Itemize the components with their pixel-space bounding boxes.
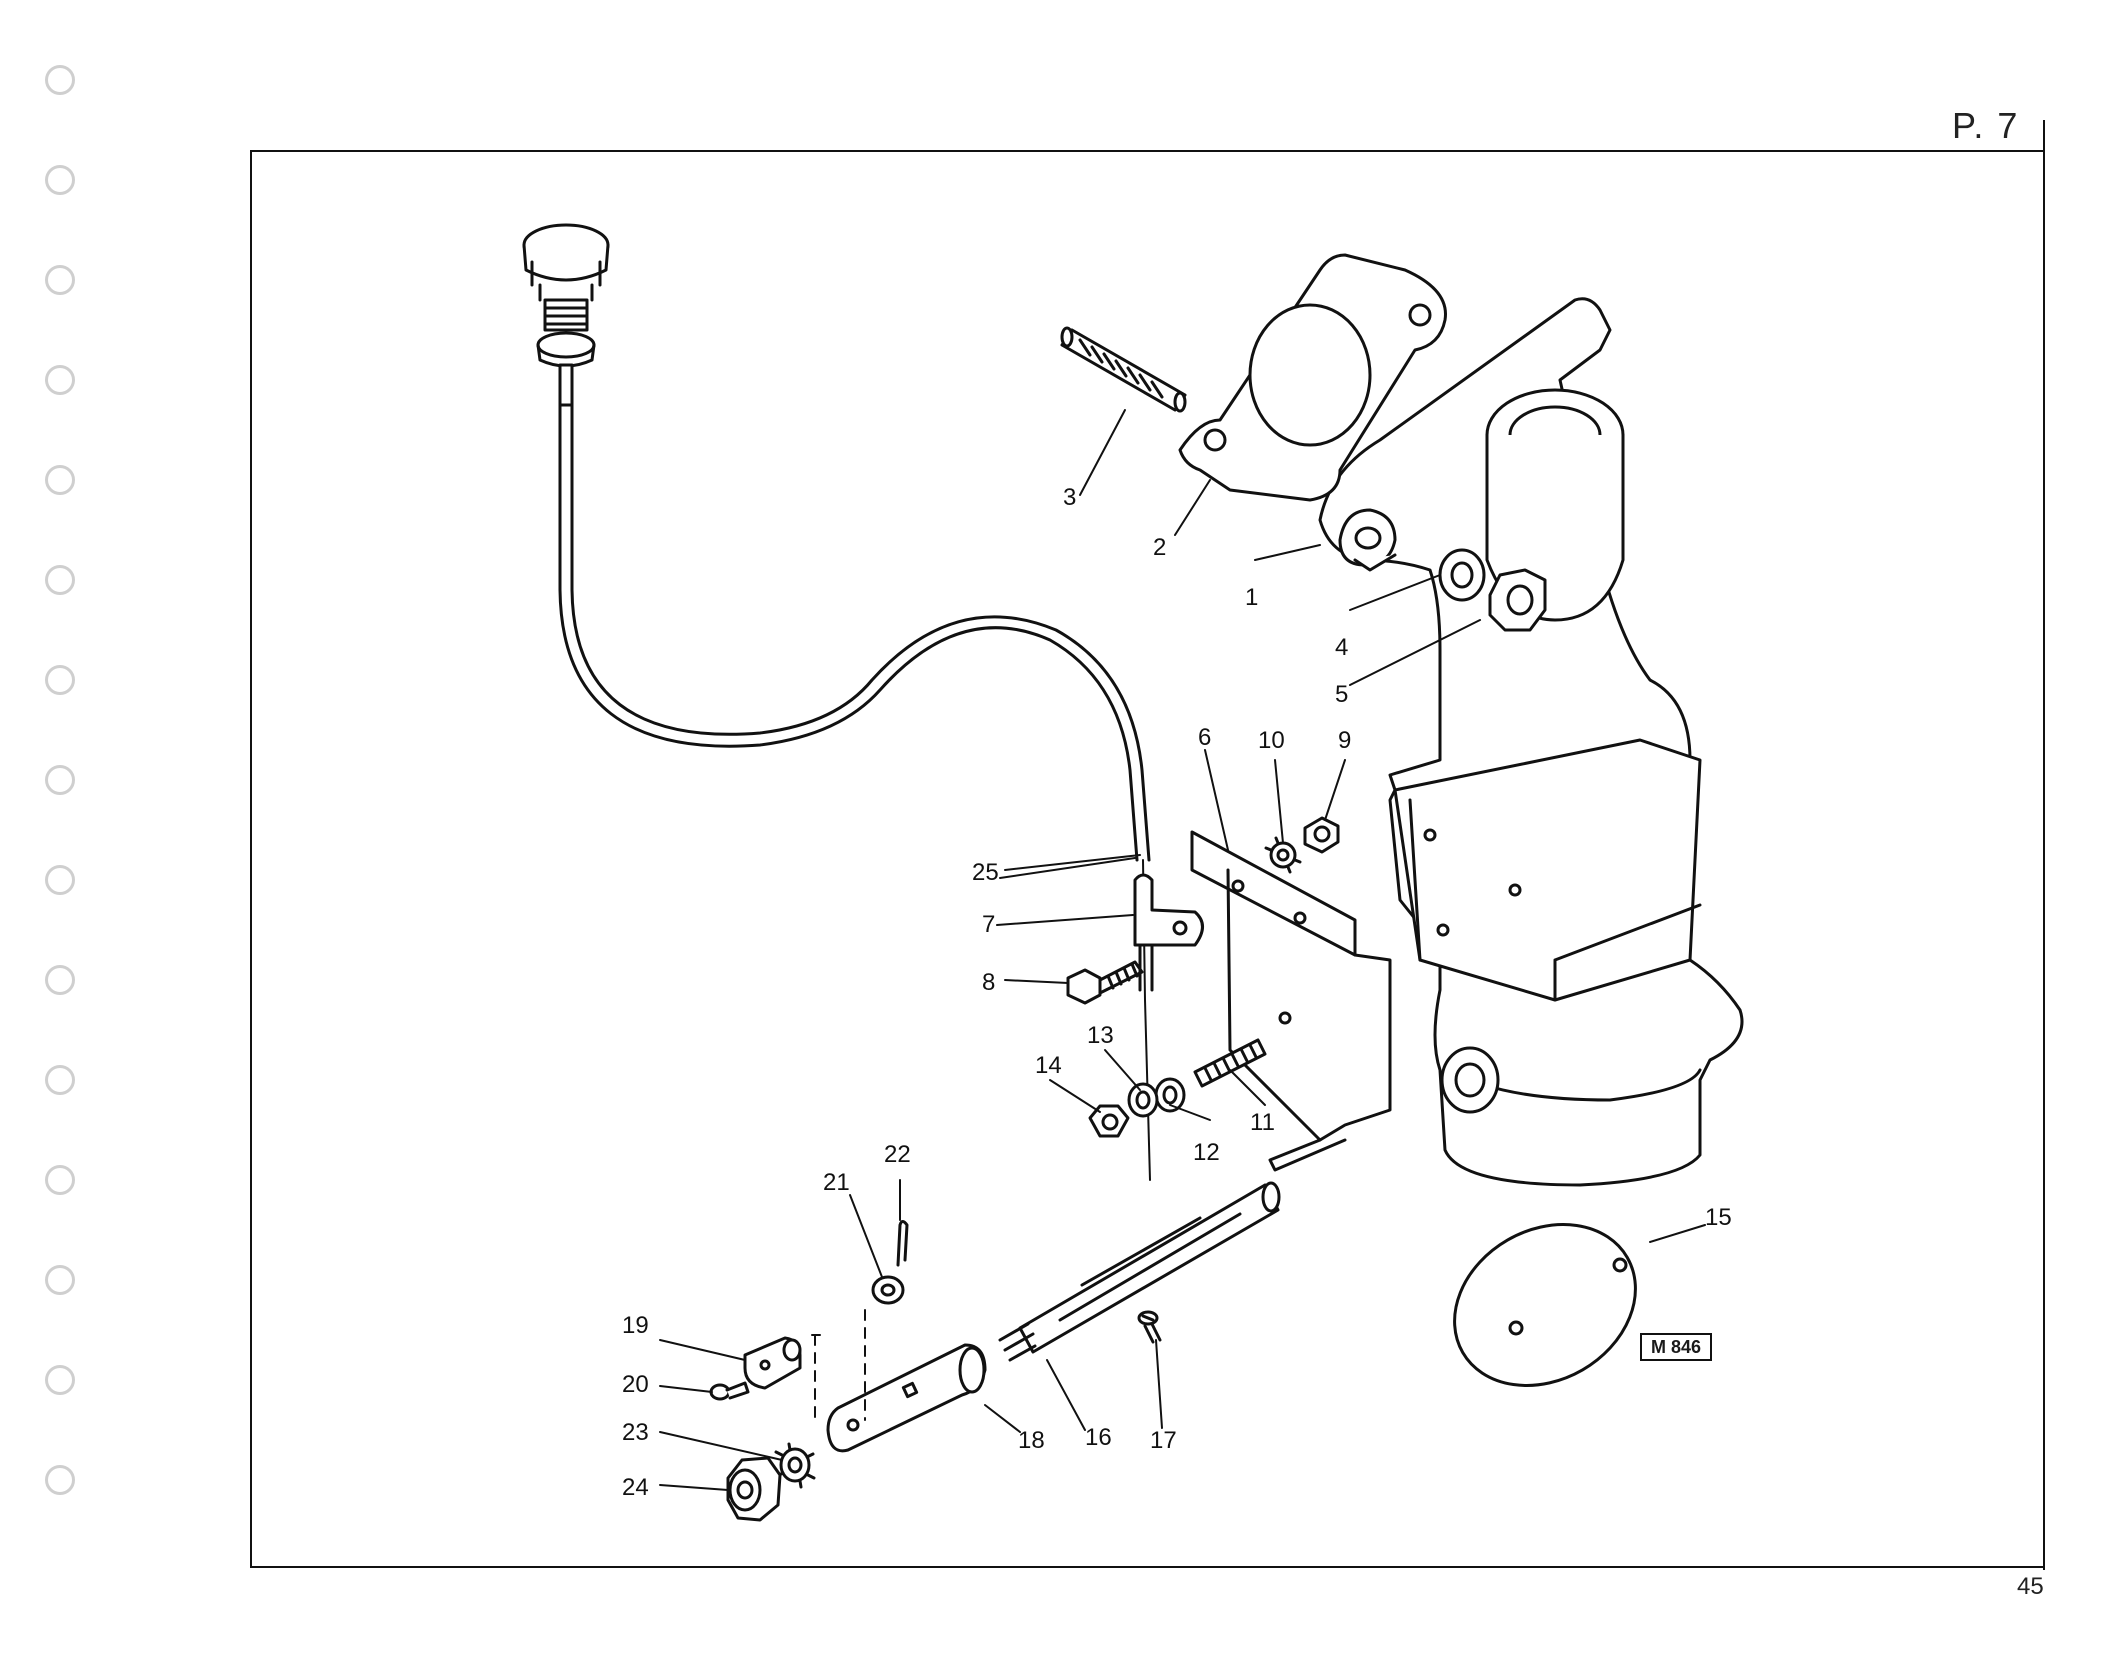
callout-16: 16 — [1085, 1424, 1112, 1451]
mounting-bracket — [1190, 830, 1392, 1172]
callout-20: 20 — [622, 1371, 649, 1398]
callout-1: 1 — [1245, 584, 1258, 611]
callout-9: 9 — [1338, 727, 1351, 754]
callout-7: 7 — [982, 911, 995, 938]
binder-hole — [45, 765, 75, 795]
trunnion-screw — [709, 1381, 750, 1401]
stud — [1193, 1038, 1267, 1088]
diagram-frame — [250, 150, 2045, 1568]
nut — [1303, 816, 1340, 854]
callout-22: 22 — [884, 1141, 911, 1168]
binder-hole — [45, 1465, 75, 1495]
leader-lines — [659, 409, 1706, 1491]
cover-plate — [1453, 1223, 1637, 1387]
binder-hole — [45, 365, 75, 395]
callout-19: 19 — [622, 1312, 649, 1339]
choke-shaft — [998, 1181, 1281, 1362]
drawing-reference: M 846 — [1640, 1333, 1712, 1361]
callout-13: 13 — [1087, 1022, 1114, 1049]
washer — [1154, 1077, 1186, 1113]
page-reference: P. 7 — [1952, 105, 2020, 146]
binder-hole — [45, 965, 75, 995]
callout-14: 14 — [1035, 1052, 1062, 1079]
callout-3: 3 — [1063, 484, 1076, 511]
binder-hole — [45, 465, 75, 495]
flat-washer — [871, 1275, 905, 1305]
binder-hole — [45, 665, 75, 695]
manifold-holes — [1423, 828, 1522, 937]
split-pin — [896, 1220, 909, 1267]
callout-11: 11 — [1250, 1109, 1275, 1136]
gasket — [1178, 253, 1447, 502]
spring-washer — [1438, 548, 1486, 602]
cable-clip — [1133, 873, 1204, 992]
binder-hole — [45, 165, 75, 195]
hex-nut — [1488, 568, 1547, 632]
binder-hole — [45, 265, 75, 295]
nut — [1088, 1104, 1130, 1138]
callout-labels: 1 2 3 4 5 6 7 8 9 10 11 12 13 14 15 16 1… — [622, 484, 1732, 1501]
binder-hole — [45, 865, 75, 895]
binder-hole — [45, 565, 75, 595]
binder-hole — [45, 1265, 75, 1295]
callout-21: 21 — [823, 1169, 850, 1196]
diagram-frame-right-edge — [2043, 120, 2045, 1570]
cable-trunnion — [743, 1336, 802, 1390]
callout-4: 4 — [1335, 634, 1348, 661]
callout-15: 15 — [1705, 1204, 1732, 1231]
washer — [1127, 1082, 1159, 1118]
callout-23: 23 — [622, 1419, 649, 1446]
choke-cable — [558, 403, 1139, 862]
choke-lever — [826, 1343, 987, 1453]
callout-2: 2 — [1153, 534, 1166, 561]
binder-hole — [45, 1365, 75, 1395]
callout-24: 24 — [622, 1474, 649, 1501]
callout-6: 6 — [1198, 724, 1211, 751]
callout-25: 25 — [972, 859, 999, 886]
callout-10: 10 — [1258, 727, 1285, 754]
lock-washer — [1264, 836, 1302, 874]
callout-17: 17 — [1150, 1427, 1177, 1454]
callout-8: 8 — [982, 969, 995, 996]
binder-hole — [45, 65, 75, 95]
long-stud — [1060, 326, 1187, 413]
assembly-guide-line — [814, 1309, 866, 1421]
manifold-body — [1318, 297, 1744, 1187]
toothed-lock-washer — [774, 1442, 816, 1489]
page-number: 45 — [2017, 1573, 2044, 1600]
bolt — [1066, 960, 1144, 1005]
choke-knob — [522, 223, 610, 407]
screw — [1137, 1310, 1162, 1344]
binder-hole — [45, 1165, 75, 1195]
callout-12: 12 — [1193, 1139, 1220, 1166]
lever-nut — [726, 1456, 782, 1522]
binder-hole — [45, 1065, 75, 1095]
callout-18: 18 — [1018, 1427, 1045, 1454]
callout-5: 5 — [1335, 681, 1348, 708]
